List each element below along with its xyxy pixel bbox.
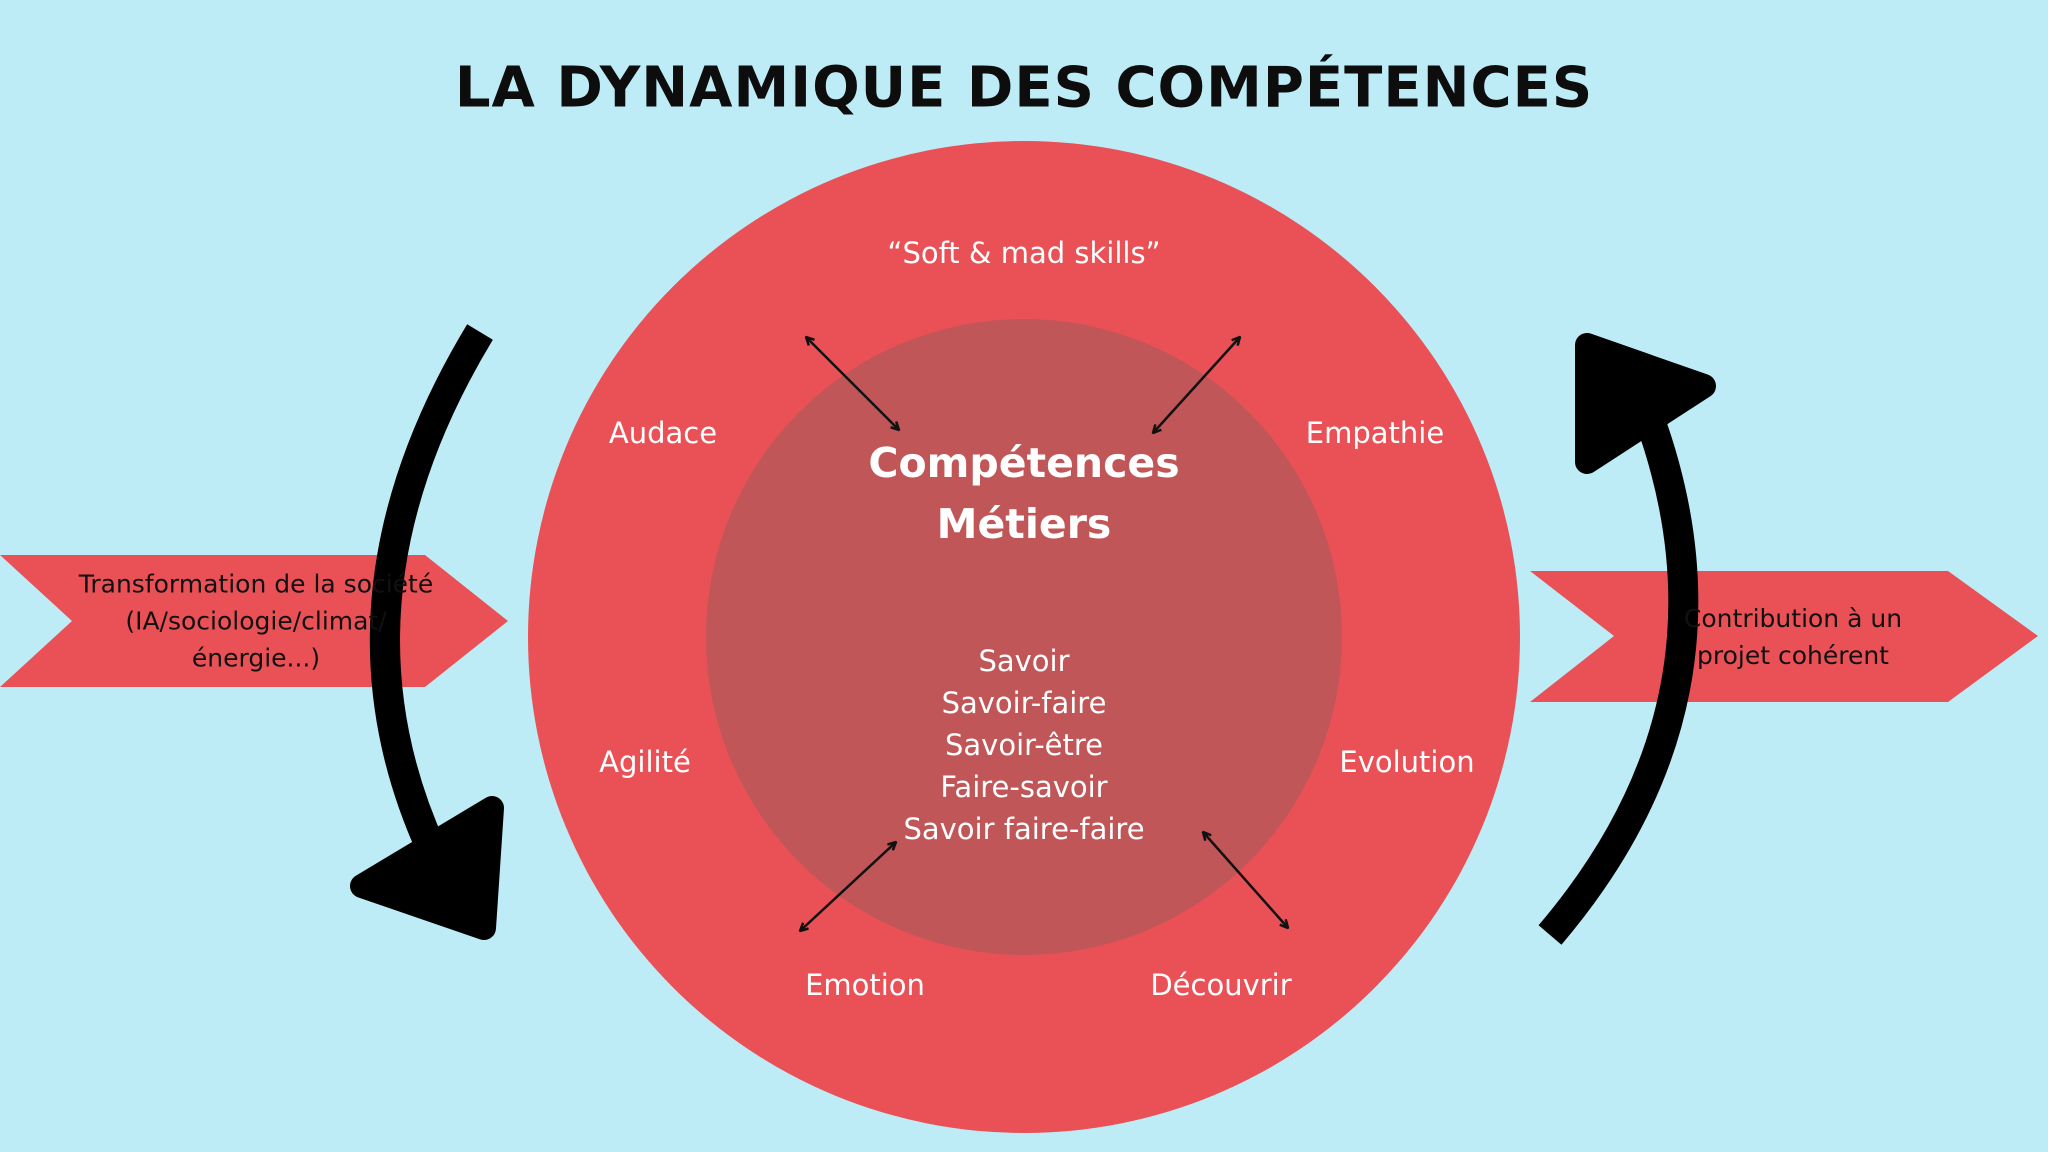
- page-title: LA DYNAMIQUE DES COMPÉTENCES: [454, 55, 1594, 121]
- skill-word-evolution: Evolution: [1339, 745, 1475, 779]
- left-banner-line: Transformation de la société: [78, 569, 434, 599]
- skill-word-decouvrir: Découvrir: [1150, 968, 1292, 1002]
- right-banner-shape: [1530, 571, 2038, 702]
- soft-skills-label: “Soft & mad skills”: [887, 236, 1161, 270]
- skill-word-audace: Audace: [608, 416, 718, 450]
- skill-word-agilite: Agilité: [599, 745, 691, 779]
- savoir-item: Savoir-être: [944, 728, 1104, 762]
- double-arrow-bottom-right-icon: [1203, 832, 1288, 928]
- right-curved-arrow-head-icon: [1575, 333, 1716, 474]
- right-banner-line: Contribution à un: [1683, 604, 1903, 633]
- center-title-line: Compétences: [868, 439, 1180, 487]
- left-banner-line: énergie...): [191, 643, 321, 673]
- skill-word-empathie: Empathie: [1305, 416, 1445, 450]
- center-title: Compétences Métiers: [868, 433, 1179, 555]
- savoir-item: Faire-savoir: [940, 770, 1108, 804]
- center-title-line: Métiers: [936, 500, 1112, 548]
- right-curved-arrow-shaft: [1538, 414, 1699, 945]
- savoir-list: Savoir Savoir-faire Savoir-être Faire-sa…: [903, 640, 1144, 850]
- savoir-item: Savoir: [978, 644, 1070, 678]
- left-curved-arrow-shaft: [369, 324, 493, 857]
- double-arrow-top-right-icon: [1153, 337, 1240, 433]
- savoir-item: Savoir faire-faire: [903, 812, 1145, 846]
- inner-circle: [706, 319, 1342, 955]
- savoir-item: Savoir-faire: [941, 686, 1107, 720]
- right-banner-line: projet cohérent: [1696, 641, 1889, 670]
- right-banner-text: Contribution à un projet cohérent: [1684, 600, 1902, 674]
- left-banner-text: Transformation de la société (IA/sociolo…: [79, 566, 434, 677]
- left-curved-arrow-head-icon: [350, 796, 504, 940]
- double-arrow-bottom-left-icon: [800, 842, 896, 931]
- double-arrow-top-left-icon: [806, 337, 899, 430]
- left-banner-line: (IA/sociologie/climat/: [125, 606, 387, 636]
- skill-word-emotion: Emotion: [805, 968, 925, 1002]
